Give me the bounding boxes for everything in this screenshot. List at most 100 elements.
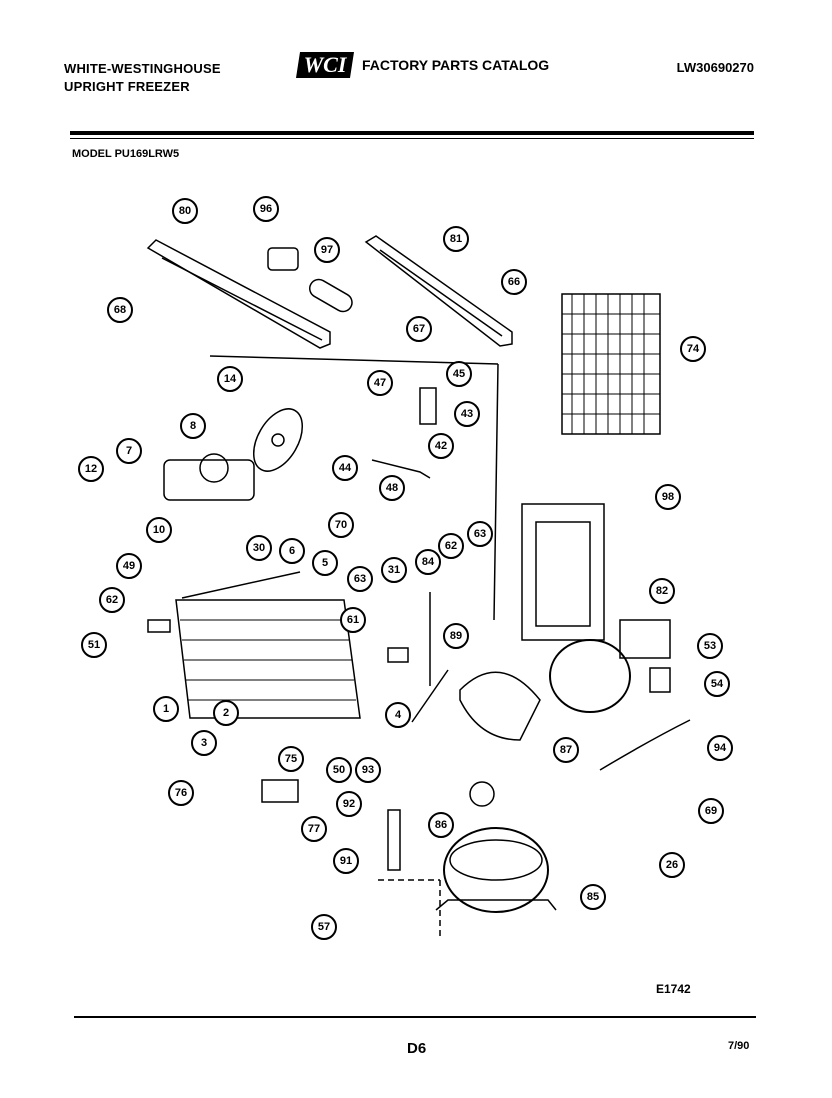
svg-text:75: 75 bbox=[285, 753, 297, 765]
svg-text:14: 14 bbox=[224, 373, 237, 385]
catalog-title: FACTORY PARTS CATALOG bbox=[362, 57, 550, 73]
svg-text:63: 63 bbox=[354, 573, 366, 585]
svg-text:69: 69 bbox=[705, 805, 717, 817]
callout-75: 75 bbox=[278, 746, 304, 772]
svg-text:8: 8 bbox=[190, 420, 196, 432]
callout-97: 97 bbox=[314, 237, 340, 263]
svg-text:97: 97 bbox=[321, 244, 333, 256]
callout-81: 81 bbox=[443, 226, 469, 252]
svg-text:67: 67 bbox=[413, 323, 425, 335]
callout-77: 77 bbox=[301, 816, 327, 842]
svg-text:10: 10 bbox=[153, 524, 165, 536]
callout-2: 2 bbox=[213, 700, 239, 726]
svg-text:48: 48 bbox=[386, 482, 398, 494]
callout-5: 5 bbox=[312, 550, 338, 576]
callout-94: 94 bbox=[707, 735, 733, 761]
callout-49: 49 bbox=[116, 553, 142, 579]
callout-89: 89 bbox=[443, 623, 469, 649]
svg-text:85: 85 bbox=[587, 891, 599, 903]
svg-text:62: 62 bbox=[106, 594, 118, 606]
callout-62a: 62 bbox=[438, 533, 464, 559]
svg-text:86: 86 bbox=[435, 819, 447, 831]
grommet-part bbox=[387, 647, 409, 663]
svg-text:42: 42 bbox=[435, 440, 447, 452]
revision-date: 7/90 bbox=[728, 1040, 750, 1052]
callout-52 bbox=[650, 579, 674, 603]
fan-motor-assembly bbox=[459, 671, 541, 741]
thermostat-part bbox=[267, 247, 299, 271]
callout-42: 42 bbox=[428, 433, 454, 459]
callout-61: 61 bbox=[340, 607, 366, 633]
callout-87: 87 bbox=[553, 737, 579, 763]
callout-85: 85 bbox=[580, 884, 606, 910]
callout-8: 8 bbox=[180, 413, 206, 439]
svg-text:45: 45 bbox=[453, 368, 465, 380]
callout-45: 45 bbox=[446, 361, 472, 387]
callout-62b: 62 bbox=[99, 587, 125, 613]
svg-text:84: 84 bbox=[422, 556, 435, 568]
callout-1: 1 bbox=[153, 696, 179, 722]
svg-text:30: 30 bbox=[253, 542, 265, 554]
callout-74: 74 bbox=[680, 336, 706, 362]
svg-text:80: 80 bbox=[179, 205, 191, 217]
svg-text:49: 49 bbox=[123, 560, 135, 572]
callout-54: 54 bbox=[704, 671, 730, 697]
callout-6: 6 bbox=[279, 538, 305, 564]
svg-text:54: 54 bbox=[711, 678, 724, 690]
wci-logo: WCI FACTORY PARTS CATALOG bbox=[294, 50, 549, 80]
callout-50: 50 bbox=[326, 757, 352, 783]
callout-84: 84 bbox=[415, 549, 441, 575]
svg-text:92: 92 bbox=[343, 798, 355, 810]
bracket bbox=[371, 459, 431, 479]
svg-text:96: 96 bbox=[260, 203, 272, 215]
drier-part bbox=[387, 809, 401, 871]
svg-text:66: 66 bbox=[508, 276, 520, 288]
callout-48: 48 bbox=[379, 475, 405, 501]
clip-part bbox=[147, 619, 171, 633]
svg-text:91: 91 bbox=[340, 855, 352, 867]
callout-51: 51 bbox=[81, 632, 107, 658]
fan-blade bbox=[252, 408, 304, 472]
svg-text:26: 26 bbox=[666, 859, 678, 871]
callout-43: 43 bbox=[454, 401, 480, 427]
switch-part bbox=[649, 667, 671, 693]
svg-text:12: 12 bbox=[85, 463, 97, 475]
callout-group: 80 96 97 81 66 68 67 74 14 47 45 43 8 7 … bbox=[78, 196, 733, 940]
svg-text:93: 93 bbox=[362, 764, 374, 776]
callout-93: 93 bbox=[355, 757, 381, 783]
figure-code: E1742 bbox=[656, 982, 691, 996]
callout-47: 47 bbox=[367, 370, 393, 396]
callout-82: 82 bbox=[649, 578, 675, 604]
callout-92: 92 bbox=[336, 791, 362, 817]
callout-3: 3 bbox=[191, 730, 217, 756]
fan-motor bbox=[163, 459, 255, 501]
callout-10: 10 bbox=[146, 517, 172, 543]
svg-text:44: 44 bbox=[339, 462, 352, 474]
svg-text:74: 74 bbox=[687, 343, 700, 355]
callout-14: 14 bbox=[217, 366, 243, 392]
svg-text:2: 2 bbox=[223, 707, 229, 719]
callout-44: 44 bbox=[332, 455, 358, 481]
svg-text:53: 53 bbox=[704, 640, 716, 652]
condenser-coil bbox=[561, 293, 661, 435]
callout-76: 76 bbox=[168, 780, 194, 806]
callout-30: 30 bbox=[246, 535, 272, 561]
callout-4: 4 bbox=[385, 702, 411, 728]
page-number: D6 bbox=[407, 1040, 427, 1057]
svg-text:4: 4 bbox=[395, 709, 402, 721]
svg-text:1: 1 bbox=[163, 703, 169, 715]
svg-text:31: 31 bbox=[388, 564, 400, 576]
callout-98: 98 bbox=[655, 484, 681, 510]
callout-91: 91 bbox=[333, 848, 359, 874]
header-rule bbox=[70, 131, 754, 135]
callout-26: 26 bbox=[659, 852, 685, 878]
svg-text:61: 61 bbox=[347, 614, 359, 626]
callout-69: 69 bbox=[698, 798, 724, 824]
svg-text:43: 43 bbox=[461, 408, 473, 420]
callout-96: 96 bbox=[253, 196, 279, 222]
callout-70: 70 bbox=[328, 512, 354, 538]
model-number: MODEL PU169LRW5 bbox=[72, 148, 180, 160]
svg-text:77: 77 bbox=[308, 823, 320, 835]
relay bbox=[469, 781, 495, 807]
